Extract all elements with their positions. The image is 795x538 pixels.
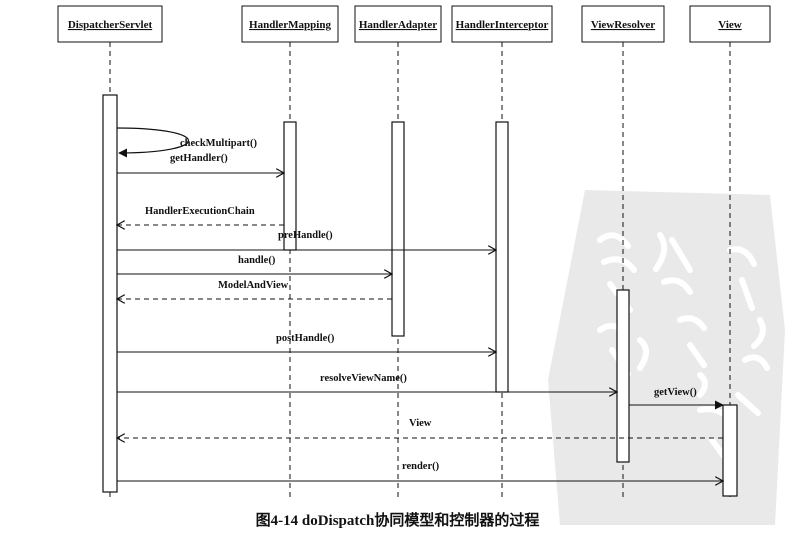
message-label: HandlerExecutionChain [145, 206, 255, 217]
participant-mapping: HandlerMapping [241, 5, 339, 43]
participant-box [57, 5, 163, 43]
message-handlerExecutionChain: HandlerExecutionChain [117, 206, 284, 225]
participant-box [354, 5, 442, 43]
message-viewReturn: View [117, 418, 723, 438]
message-modelAndView: ModelAndView [117, 280, 392, 299]
message-handle: handle() [117, 255, 392, 274]
message-label: resolveViewName() [320, 373, 407, 384]
participant-adapter: HandlerAdapter [354, 5, 442, 43]
activation-dispatcher [102, 94, 118, 493]
participant-interceptor: HandlerInterceptor [451, 5, 553, 43]
message-label: getView() [654, 387, 697, 398]
message-getHandler: getHandler() [117, 153, 284, 173]
message-label: getHandler() [170, 153, 228, 164]
participant-label: HandlerInterceptor [456, 19, 549, 31]
participant-label: View [718, 19, 741, 31]
message-getView: getView() [629, 387, 724, 410]
message-preHandle: preHandle() [117, 230, 496, 250]
participant-box [451, 5, 553, 43]
participant-resolver: ViewResolver [581, 5, 665, 43]
message-checkMultipart: checkMultipart() [116, 127, 257, 158]
activation-resolver [616, 289, 630, 463]
participant-label: HandlerAdapter [359, 19, 437, 31]
message-postHandle: postHandle() [117, 333, 496, 352]
participant-label: DispatcherServlet [68, 19, 153, 31]
message-label: postHandle() [276, 333, 335, 344]
watermark-seal [548, 190, 785, 525]
message-label: preHandle() [278, 230, 333, 241]
activation-adapter [391, 121, 405, 337]
message-label: handle() [238, 255, 276, 266]
participant-label: HandlerMapping [249, 19, 331, 31]
participant-view: View [689, 5, 771, 43]
participant-box [689, 5, 771, 43]
message-arrow [116, 127, 189, 158]
participant-box [241, 5, 339, 43]
message-label: ModelAndView [218, 280, 289, 291]
message-label: View [409, 418, 432, 429]
figure-caption: 图4-14 doDispatch协同模型和控制器的过程 [255, 513, 540, 529]
message-label: checkMultipart() [180, 138, 257, 149]
activation-interceptor [495, 121, 509, 393]
participant-label: ViewResolver [591, 19, 655, 31]
activation-view [722, 404, 738, 497]
participant-dispatcher: DispatcherServlet [57, 5, 163, 43]
message-resolveViewName: resolveViewName() [117, 373, 617, 392]
message-label: render() [402, 461, 440, 472]
message-render: render() [117, 461, 723, 481]
